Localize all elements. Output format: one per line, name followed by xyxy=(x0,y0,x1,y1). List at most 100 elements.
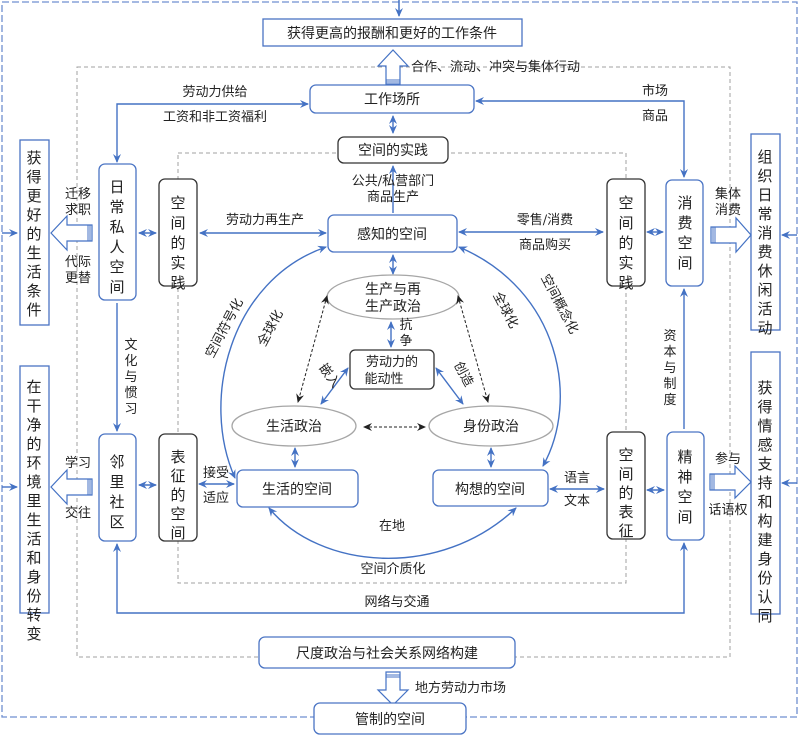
hollow-arrow-right-top xyxy=(710,216,752,254)
symbolization-arc xyxy=(220,245,327,479)
migrate-label-1: 迁移 xyxy=(65,187,91,202)
spatial-practice-top-label: 空间的实践 xyxy=(358,143,428,159)
spatial-practice-right-label: 空间的实践 xyxy=(618,194,633,292)
hollow-arrow-down xyxy=(376,671,410,706)
goal-box-top: 获得更高的报酬和更好的工作条件 xyxy=(262,18,523,47)
consumption-space-node[interactable]: 消费空间 xyxy=(665,179,704,287)
scale-politics-label: 尺度政治与社会关系网络构建 xyxy=(296,646,478,662)
interact-label: 交往 xyxy=(65,505,91,521)
learn-label: 学习 xyxy=(65,455,91,471)
representation-of-space-node[interactable]: 空间的表征 xyxy=(606,431,646,540)
workplace-node[interactable]: 工作场所 xyxy=(309,84,475,114)
participate-label: 参与 xyxy=(715,451,741,467)
goal-right-top-label: 组织日常消费休闲活动 xyxy=(757,148,772,337)
wages-label: 工资和非工资福利 xyxy=(163,110,267,125)
mediation-arc xyxy=(268,507,517,559)
representational-space-label: 表征的空间 xyxy=(170,448,185,542)
outer-frame xyxy=(1,1,798,718)
production-politics-label-1: 生产与再 xyxy=(365,282,421,298)
life-politics-label: 生活政治 xyxy=(266,419,322,435)
labor-agency-node[interactable]: 劳动力的 能动性 xyxy=(349,349,435,390)
generation-label-2: 更替 xyxy=(65,271,91,286)
spatial-practice-top-node[interactable]: 空间的实践 xyxy=(337,136,449,164)
representational-space-node[interactable]: 表征的空间 xyxy=(158,433,198,542)
scale-politics-node[interactable]: 尺度政治与社会关系网络构建 xyxy=(258,636,516,669)
neighborhood-node[interactable]: 邻里社区 xyxy=(98,433,137,542)
identity-politics-label: 身份政治 xyxy=(463,419,519,435)
goal-box-right-top: 组织日常消费休闲活动 xyxy=(750,133,781,337)
regulated-space-label: 管制的空间 xyxy=(355,712,425,728)
market-connector xyxy=(475,97,688,178)
daily-private-space-node[interactable]: 日常私人空间 xyxy=(98,163,137,301)
globalization-right-label: 全球化 xyxy=(489,289,521,331)
collective-label-2: 消费 xyxy=(715,203,741,218)
production-politics-node[interactable]: 生产与再 生产政治 xyxy=(326,274,460,320)
resist-label-1: 抗 xyxy=(399,318,412,333)
goal-left-top-label: 获得更好的生活条件 xyxy=(26,149,41,319)
perceived-space-label: 感知的空间 xyxy=(357,226,427,243)
collective-label-1: 集体 xyxy=(715,186,741,202)
agency-label-1: 劳动力的 xyxy=(366,354,418,370)
production-politics-label-2: 生产政治 xyxy=(365,299,421,315)
life-politics-node[interactable]: 生活政治 xyxy=(231,405,357,447)
culture-habit-label: 文化与惯习 xyxy=(124,338,137,417)
goal-box-right-bottom: 获得情感支持和构建身份认同 xyxy=(750,351,781,625)
labor-supply-connector xyxy=(113,100,309,163)
discourse-label: 话语权 xyxy=(708,502,747,518)
goal-left-bottom-label: 在干净的环境里生活和身份转变 xyxy=(26,378,41,643)
hollow-arrow-right-bottom xyxy=(709,464,752,500)
labor-supply-label: 劳动力供给 xyxy=(182,84,247,100)
migrate-label-2: 求职 xyxy=(65,203,91,218)
text-label: 文本 xyxy=(564,494,590,509)
perceived-space-node[interactable]: 感知的空间 xyxy=(327,214,458,253)
conceived-space-node[interactable]: 构想的空间 xyxy=(432,469,549,507)
hollow-arrow-left-top xyxy=(50,214,93,252)
local-labor-market-label: 地方劳动力市场 xyxy=(415,680,506,696)
market-label: 市场 xyxy=(642,83,668,99)
regulated-space-node[interactable]: 管制的空间 xyxy=(313,702,467,735)
cooperation-label: 合作、流动、冲突与集体行动 xyxy=(411,59,580,75)
lived-space-node[interactable]: 生活的空间 xyxy=(236,469,359,508)
language-label: 语言 xyxy=(564,471,590,486)
agency-label-2: 能动性 xyxy=(364,372,403,387)
capital-institution-label: 资本与制度 xyxy=(663,329,676,408)
spiritual-space-node[interactable]: 精神空间 xyxy=(666,431,705,541)
labor-reproduction-label: 劳动力再生产 xyxy=(226,212,304,228)
hollow-arrow-up xyxy=(376,49,410,85)
conceived-space-label: 构想的空间 xyxy=(455,482,525,498)
network-connector xyxy=(113,542,688,614)
spatial-practice-left-label: 空间的实践 xyxy=(170,194,185,292)
generation-label-1: 代际 xyxy=(65,255,91,270)
create-label: 创造 xyxy=(450,359,475,389)
goods-label: 商品 xyxy=(642,109,668,124)
spiritual-space-label: 精神空间 xyxy=(677,448,692,526)
conceptualization-arc xyxy=(458,246,561,467)
goal-box-left-top: 获得更好的生活条件 xyxy=(19,139,50,326)
spatial-practice-right-node[interactable]: 空间的实践 xyxy=(606,178,646,292)
resist-label-2: 争 xyxy=(399,334,412,349)
dashed-left-connector xyxy=(296,295,329,403)
sector-label-2: 商品生产 xyxy=(367,190,419,205)
network-transport-label: 网络与交通 xyxy=(364,594,429,610)
globalization-left-label: 全球化 xyxy=(254,307,286,349)
workplace-label: 工作场所 xyxy=(364,92,420,108)
goal-right-bottom-label: 获得情感支持和构建身份认同 xyxy=(757,379,772,625)
consumption-space-label: 消费空间 xyxy=(677,194,692,272)
goal-top-label: 获得更高的报酬和更好的工作条件 xyxy=(287,25,497,42)
embed-label: 嵌入 xyxy=(315,361,342,391)
sector-label-1: 公共/私营部门 xyxy=(352,174,434,189)
hollow-arrow-left-bottom xyxy=(50,468,93,506)
daily-private-space-label: 日常私人空间 xyxy=(109,178,124,296)
identity-politics-node[interactable]: 身份政治 xyxy=(428,405,554,447)
lived-space-label: 生活的空间 xyxy=(262,482,332,498)
accept-label: 接受 xyxy=(203,465,229,481)
goal-box-left-bottom: 在干净的环境里生活和身份转变 xyxy=(19,365,50,643)
purchase-label: 商品购买 xyxy=(519,237,571,253)
dashed-right-connector xyxy=(456,295,490,403)
neighborhood-label: 邻里社区 xyxy=(109,453,124,531)
space-mediation-label: 空间介质化 xyxy=(360,562,425,577)
spatial-practice-left-node[interactable]: 空间的实践 xyxy=(158,178,198,292)
local-label: 在地 xyxy=(379,519,405,534)
